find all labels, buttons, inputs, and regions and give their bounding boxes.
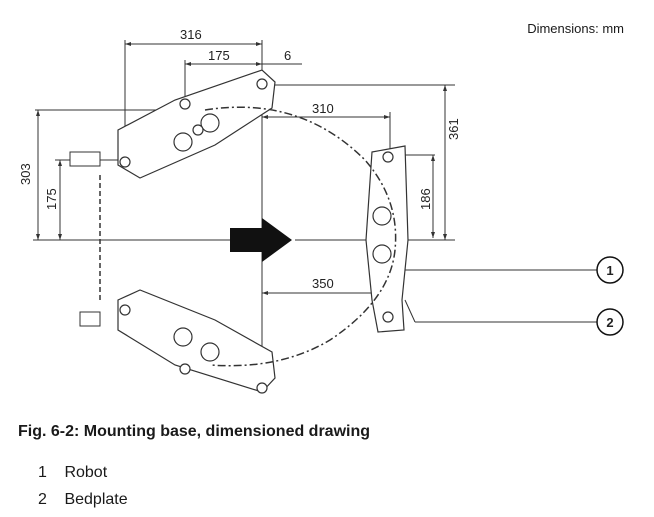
units-label: Dimensions: mm (527, 21, 624, 36)
legend-item-bedplate: 2 Bedplate (38, 491, 128, 509)
direction-arrow (230, 218, 292, 262)
dim-303: 303 (18, 163, 33, 185)
dim-350: 350 (312, 276, 334, 291)
legend-label: Robot (64, 464, 108, 481)
bedplate-outline (365, 145, 409, 333)
legend-number: 2 (38, 491, 47, 508)
legend-number: 1 (38, 464, 47, 481)
dim-175-left: 175 (44, 188, 59, 210)
figure-caption: Fig. 6-2: Mounting base, dimensioned dra… (18, 423, 371, 440)
svg-text:2: 2 (606, 315, 613, 330)
dim-310: 310 (312, 101, 334, 116)
legend-label: Bedplate (64, 491, 128, 508)
svg-text:1: 1 (606, 263, 613, 278)
dim-361: 361 (446, 118, 461, 140)
callout-1: 1 (596, 256, 624, 284)
legend-item-robot: 1 Robot (38, 464, 107, 482)
mounting-base-drawing: 1 2 316 175 6 310 350 361 186 303 175 (18, 27, 624, 394)
dim-6: 6 (284, 48, 291, 63)
lower-arm-outline (117, 289, 276, 393)
dim-175-top: 175 (208, 48, 230, 63)
callout-2: 2 (596, 308, 624, 336)
upper-arm-outline (117, 69, 276, 179)
base-outline-dashdot (204, 106, 397, 367)
dim-316: 316 (180, 27, 202, 42)
dim-186: 186 (418, 188, 433, 210)
